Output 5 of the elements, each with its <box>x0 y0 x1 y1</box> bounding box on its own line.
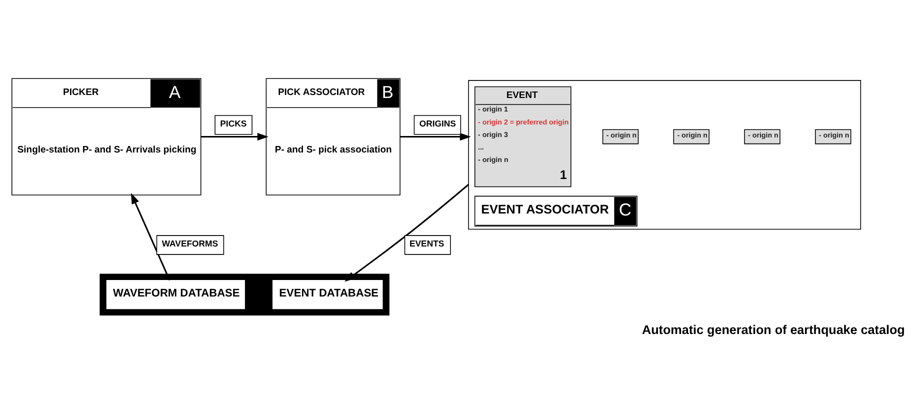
caption: Automatic generation of earthquake catalog <box>642 322 905 336</box>
edge-label: WAVEFORMS <box>162 238 218 248</box>
edge-label: EVENTS <box>410 238 444 248</box>
edge-label: ORIGINS <box>419 118 456 128</box>
edge-label: PICKS <box>220 118 247 128</box>
